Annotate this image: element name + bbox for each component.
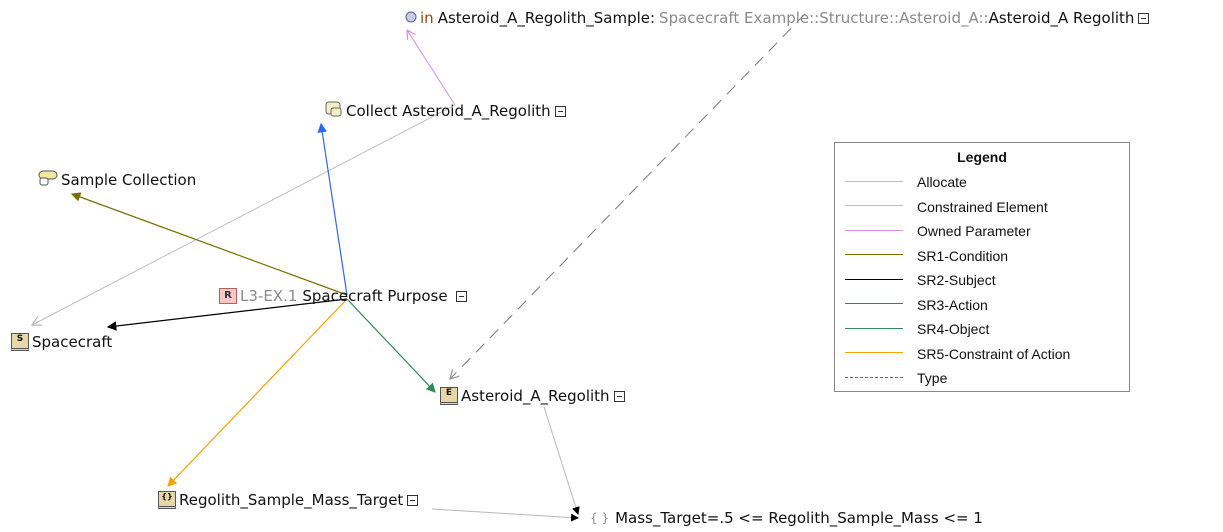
constraint-braces: { } bbox=[590, 511, 610, 525]
edge-constrained-mass bbox=[431, 508, 579, 522]
collapse-icon[interactable] bbox=[1138, 12, 1150, 24]
use-case-icon bbox=[38, 170, 58, 190]
legend-line-swatch bbox=[845, 205, 903, 208]
legend-item-label: SR4-Object bbox=[917, 321, 990, 338]
sample-collection-node[interactable]: Sample Collection bbox=[38, 170, 196, 190]
asteroid-regolith-name: Asteroid_A_Regolith bbox=[461, 387, 610, 405]
legend-item: SR1-Condition bbox=[835, 244, 1129, 269]
edge-sr4-object bbox=[346, 298, 436, 393]
collapse-icon[interactable] bbox=[455, 290, 467, 302]
action-name: Collect Asteroid_A_Regolith bbox=[346, 102, 551, 120]
collapse-icon[interactable] bbox=[407, 494, 419, 506]
legend-line-swatch bbox=[845, 254, 903, 257]
legend-item-label: SR5-Constraint of Action bbox=[917, 345, 1071, 362]
legend-item: SR3-Action bbox=[835, 293, 1129, 318]
asteroid-regolith-node[interactable]: E Asteroid_A_Regolith bbox=[440, 387, 625, 405]
requirement-name: Spacecraft Purpose bbox=[302, 287, 448, 305]
legend-item: SR5-Constraint of Action bbox=[835, 342, 1129, 367]
edge-constrained-asteroid bbox=[543, 406, 580, 515]
legend-line-swatch bbox=[845, 327, 903, 331]
legend-line-swatch bbox=[845, 229, 903, 233]
legend-item-label: Owned Parameter bbox=[917, 223, 1031, 240]
legend-line-swatch bbox=[845, 180, 903, 184]
legend-item-label: Constrained Element bbox=[917, 198, 1048, 215]
collapse-icon[interactable] bbox=[613, 390, 625, 402]
legend-item: Type bbox=[835, 366, 1129, 391]
legend-item: Owned Parameter bbox=[835, 219, 1129, 244]
sample-collection-name: Sample Collection bbox=[61, 171, 197, 189]
legend-item: Constrained Element bbox=[835, 195, 1129, 220]
edge-sr3-action bbox=[317, 122, 348, 296]
edge-type bbox=[450, 13, 806, 379]
parameter-icon bbox=[405, 9, 417, 27]
spacecraft-node[interactable]: S Spacecraft bbox=[11, 333, 112, 351]
edge-allocate bbox=[32, 104, 456, 325]
legend-item-label: Type bbox=[917, 370, 948, 387]
constraint-expression: Mass_Target=.5 <= Regolith_Sample_Mass <… bbox=[615, 509, 983, 527]
action-node[interactable]: Collect Asteroid_A_Regolith bbox=[325, 101, 566, 121]
block-icon: S bbox=[11, 333, 29, 351]
parameter-name: Asteroid_A_Regolith_Sample bbox=[437, 9, 650, 27]
requirement-icon: R bbox=[219, 288, 237, 304]
legend-line-swatch bbox=[845, 376, 903, 380]
parameter-separator: : bbox=[649, 9, 656, 27]
parameter-type: Asteroid_A Regolith bbox=[988, 9, 1135, 27]
spacecraft-name: Spacecraft bbox=[32, 333, 113, 351]
legend-line-swatch bbox=[845, 303, 903, 306]
parameter-direction: in bbox=[420, 9, 434, 27]
legend-line-swatch bbox=[845, 352, 903, 355]
requirement-node[interactable]: R L3-EX.1 Spacecraft Purpose bbox=[219, 287, 467, 305]
legend-item: SR4-Object bbox=[835, 317, 1129, 342]
legend-item-label: SR3-Action bbox=[917, 296, 988, 313]
mass-target-name: Regolith_Sample_Mass_Target bbox=[179, 491, 404, 509]
parameter-path: Spacecraft Example::Structure::Asteroid_… bbox=[659, 9, 989, 27]
block-icon: E bbox=[440, 387, 458, 405]
legend-item-label: SR2-Subject bbox=[917, 272, 996, 289]
legend-item-label: SR1-Condition bbox=[917, 247, 1009, 264]
edge-sr2-subject bbox=[106, 298, 348, 331]
legend-item: Allocate bbox=[835, 170, 1129, 195]
constraint-block-icon: {} bbox=[158, 491, 176, 509]
legend-line-swatch bbox=[845, 278, 903, 282]
legend-item: SR2-Subject bbox=[835, 268, 1129, 293]
legend-item-label: Allocate bbox=[917, 174, 967, 191]
action-icon bbox=[325, 101, 343, 121]
edge-owned-parameter bbox=[407, 30, 456, 106]
mass-target-node[interactable]: {} Regolith_Sample_Mass_Target bbox=[158, 491, 419, 509]
edge-sr5-constraint bbox=[167, 298, 348, 487]
requirement-id: L3-EX.1 bbox=[240, 287, 298, 305]
constraint-node[interactable]: { } Mass_Target=.5 <= Regolith_Sample_Ma… bbox=[590, 509, 983, 527]
collapse-icon[interactable] bbox=[554, 105, 566, 117]
edge-sr1-condition bbox=[70, 192, 348, 296]
parameter-node[interactable]: in Asteroid_A_Regolith_Sample : Spacecra… bbox=[405, 9, 1150, 27]
legend-title: Legend bbox=[957, 149, 1007, 165]
